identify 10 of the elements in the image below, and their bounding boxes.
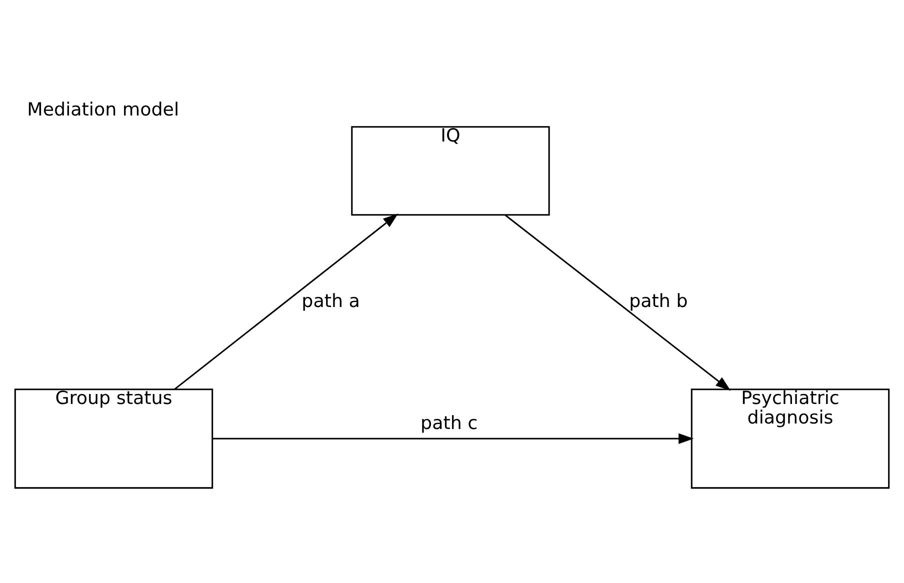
node-box: Group status: [14, 388, 214, 489]
edge-label: path b: [629, 290, 688, 312]
node-box: IQ: [351, 126, 550, 216]
diagram-title: Mediation model: [27, 100, 180, 121]
node-box: Psychiatric diagnosis: [690, 388, 890, 489]
edge-label: path c: [420, 412, 478, 434]
arrow: [504, 214, 731, 391]
edge-label: path a: [302, 290, 360, 312]
arrow: [174, 214, 398, 390]
arrow: [212, 433, 694, 444]
